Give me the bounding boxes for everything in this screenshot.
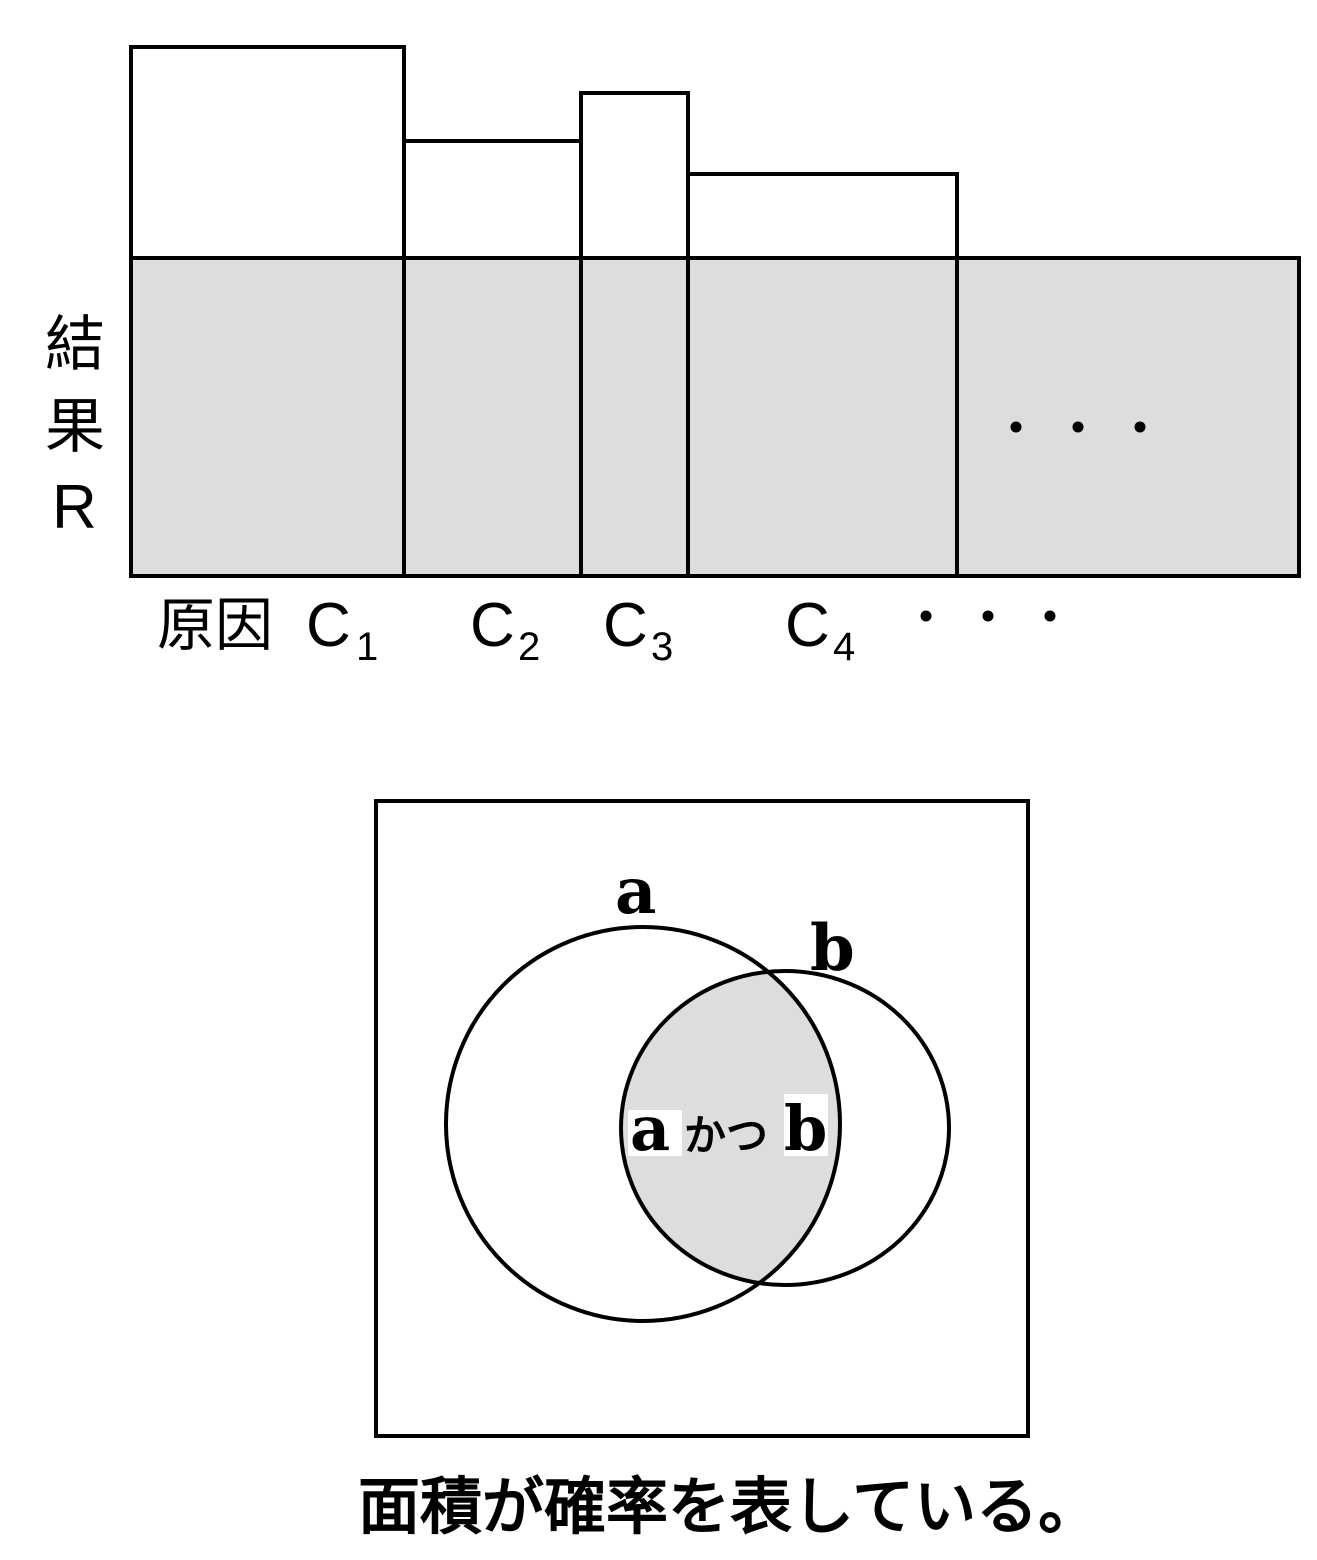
set-b-circle: [619, 969, 951, 1287]
result-band: [131, 258, 1299, 576]
cause-sub-c1: 1: [356, 625, 378, 669]
set-a-circle: [444, 925, 842, 1323]
caption: 面積が確率を表している。: [358, 1470, 1100, 1543]
set-b-label: b: [810, 911, 855, 986]
intersection-label-conj: かつ: [684, 1111, 768, 1160]
cause-label-c4: C: [785, 591, 830, 660]
band-ellipsis: ・・・: [990, 400, 1176, 460]
cause-sub-c3: 3: [651, 625, 673, 669]
cause-label-c1: C: [306, 591, 351, 660]
set-a-label: a: [615, 854, 656, 929]
venn-diagram: a b a かつ b: [374, 799, 1030, 1438]
result-label-r: R: [52, 473, 97, 542]
result-label-char1: 結: [45, 310, 105, 380]
cause-label-c3: C: [603, 591, 648, 660]
result-label-char2: 果: [45, 392, 105, 462]
cause-sub-c2: 2: [518, 625, 540, 669]
cause-result-diagram: ・・・ 結 果 R 原因 C 1 C 2 C 3 C 4 ・・・: [45, 45, 1301, 669]
cause-prefix-label: 原因: [157, 591, 273, 659]
cause-ellipsis: ・・・: [900, 589, 1086, 649]
intersection-label-bg-a: [628, 1110, 682, 1156]
cause-label-c2: C: [470, 591, 515, 660]
intersection-label-bg-b: [784, 1094, 828, 1156]
intersection-label-a: a: [630, 1092, 670, 1165]
universe-box: [374, 799, 1030, 1438]
cause-sub-c4: 4: [833, 625, 855, 669]
intersection-label-b: b: [784, 1092, 827, 1165]
